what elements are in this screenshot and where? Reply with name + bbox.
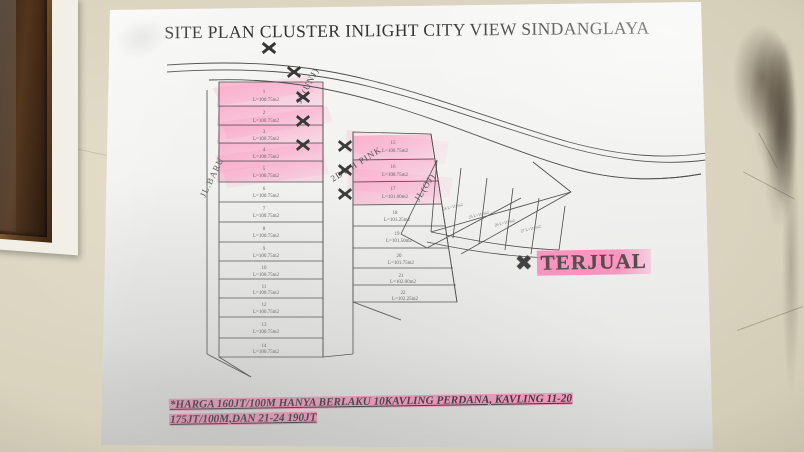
svg-text:L=100.75m2: L=100.75m2 bbox=[253, 291, 280, 296]
block-left-outline bbox=[206, 81, 324, 378]
svg-text:L=100.75m2: L=100.75m2 bbox=[253, 350, 280, 355]
svg-text:7: 7 bbox=[263, 207, 266, 212]
svg-text:L=100.75m2: L=100.75m2 bbox=[253, 273, 280, 278]
svg-text:L=101.50m2: L=101.50m2 bbox=[386, 239, 413, 244]
svg-text:3: 3 bbox=[263, 130, 266, 135]
block-right-outline bbox=[400, 159, 572, 259]
svg-text:6: 6 bbox=[263, 187, 266, 192]
svg-text:L=101.75m2: L=101.75m2 bbox=[388, 261, 415, 266]
site-plan-poster[interactable]: SITE PLAN CLUSTER INLIGHT CITY VIEW SIND… bbox=[101, 2, 713, 449]
svg-text:2: 2 bbox=[263, 111, 266, 116]
svg-text:L=100.75m2: L=100.75m2 bbox=[253, 254, 280, 259]
svg-text:21: 21 bbox=[399, 274, 405, 279]
highlight-sold-area bbox=[213, 76, 453, 205]
road-network bbox=[166, 62, 713, 193]
svg-text:L=100.75m2: L=100.75m2 bbox=[382, 149, 409, 154]
svg-text:8: 8 bbox=[263, 227, 266, 232]
price-note-line-2: 175JT/100M,DAN 21-24 190JT bbox=[169, 411, 318, 426]
svg-text:25 L=110m2: 25 L=110m2 bbox=[468, 210, 489, 220]
svg-text:20: 20 bbox=[397, 254, 403, 259]
svg-text:L=100.75m2: L=100.75m2 bbox=[253, 174, 280, 179]
svg-text:10: 10 bbox=[262, 266, 268, 271]
svg-text:9: 9 bbox=[263, 247, 266, 252]
svg-text:15: 15 bbox=[391, 141, 397, 146]
svg-text:14: 14 bbox=[262, 344, 268, 349]
svg-text:26 L=110m2: 26 L=110m2 bbox=[494, 218, 515, 228]
svg-text:27 L=110m2: 27 L=110m2 bbox=[520, 224, 541, 234]
wall-hairline-crack-2 bbox=[736, 306, 804, 331]
svg-text:L=102.00m2: L=102.00m2 bbox=[390, 280, 417, 285]
svg-text:L=100.75m2: L=100.75m2 bbox=[253, 98, 280, 103]
svg-text:L=100.75m2: L=100.75m2 bbox=[253, 234, 280, 239]
picture-frame-glass-glare bbox=[0, 0, 16, 232]
wall-hairline-crack bbox=[743, 171, 795, 200]
svg-text:L=100.75m2: L=100.75m2 bbox=[253, 155, 280, 160]
site-plan-drawing: 1L=100.75m2 2L=100.75m2 3L=100.75m2 4L=1… bbox=[166, 42, 713, 378]
block-middle-outline bbox=[352, 131, 458, 321]
svg-text:22: 22 bbox=[401, 291, 407, 296]
svg-text:18: 18 bbox=[393, 211, 399, 216]
legend-terjual: ✖ TERJUAL bbox=[514, 249, 652, 276]
sold-x-icon: ✖ bbox=[514, 250, 533, 276]
wall-hairline-crack-3 bbox=[758, 132, 778, 169]
svg-text:L=100.75m2: L=100.75m2 bbox=[253, 214, 280, 219]
legend-label: TERJUAL bbox=[536, 249, 652, 276]
svg-text:11: 11 bbox=[262, 285, 267, 290]
svg-text:1: 1 bbox=[263, 90, 266, 95]
svg-text:13: 13 bbox=[262, 323, 268, 328]
svg-text:L=100.75m2: L=100.75m2 bbox=[253, 194, 280, 199]
svg-text:L=101.00m2: L=101.00m2 bbox=[382, 195, 409, 200]
svg-text:24 L=110m2: 24 L=110m2 bbox=[442, 202, 463, 212]
svg-text:L=102.25m2: L=102.25m2 bbox=[392, 297, 419, 302]
svg-text:16: 16 bbox=[391, 165, 397, 170]
svg-text:4: 4 bbox=[263, 148, 266, 153]
svg-text:L=101.25m2: L=101.25m2 bbox=[384, 218, 411, 223]
svg-text:L=100.75m2: L=100.75m2 bbox=[253, 310, 280, 315]
svg-text:12: 12 bbox=[262, 303, 268, 308]
svg-text:19: 19 bbox=[395, 232, 401, 237]
svg-text:L=100.75m2: L=100.75m2 bbox=[253, 330, 280, 335]
svg-text:17: 17 bbox=[391, 187, 397, 192]
svg-text:5: 5 bbox=[263, 167, 266, 172]
svg-text:L=100.75m2: L=100.75m2 bbox=[253, 137, 280, 142]
svg-text:L=100.75m2: L=100.75m2 bbox=[382, 173, 409, 178]
svg-text:L=100.75m2: L=100.75m2 bbox=[253, 119, 280, 124]
